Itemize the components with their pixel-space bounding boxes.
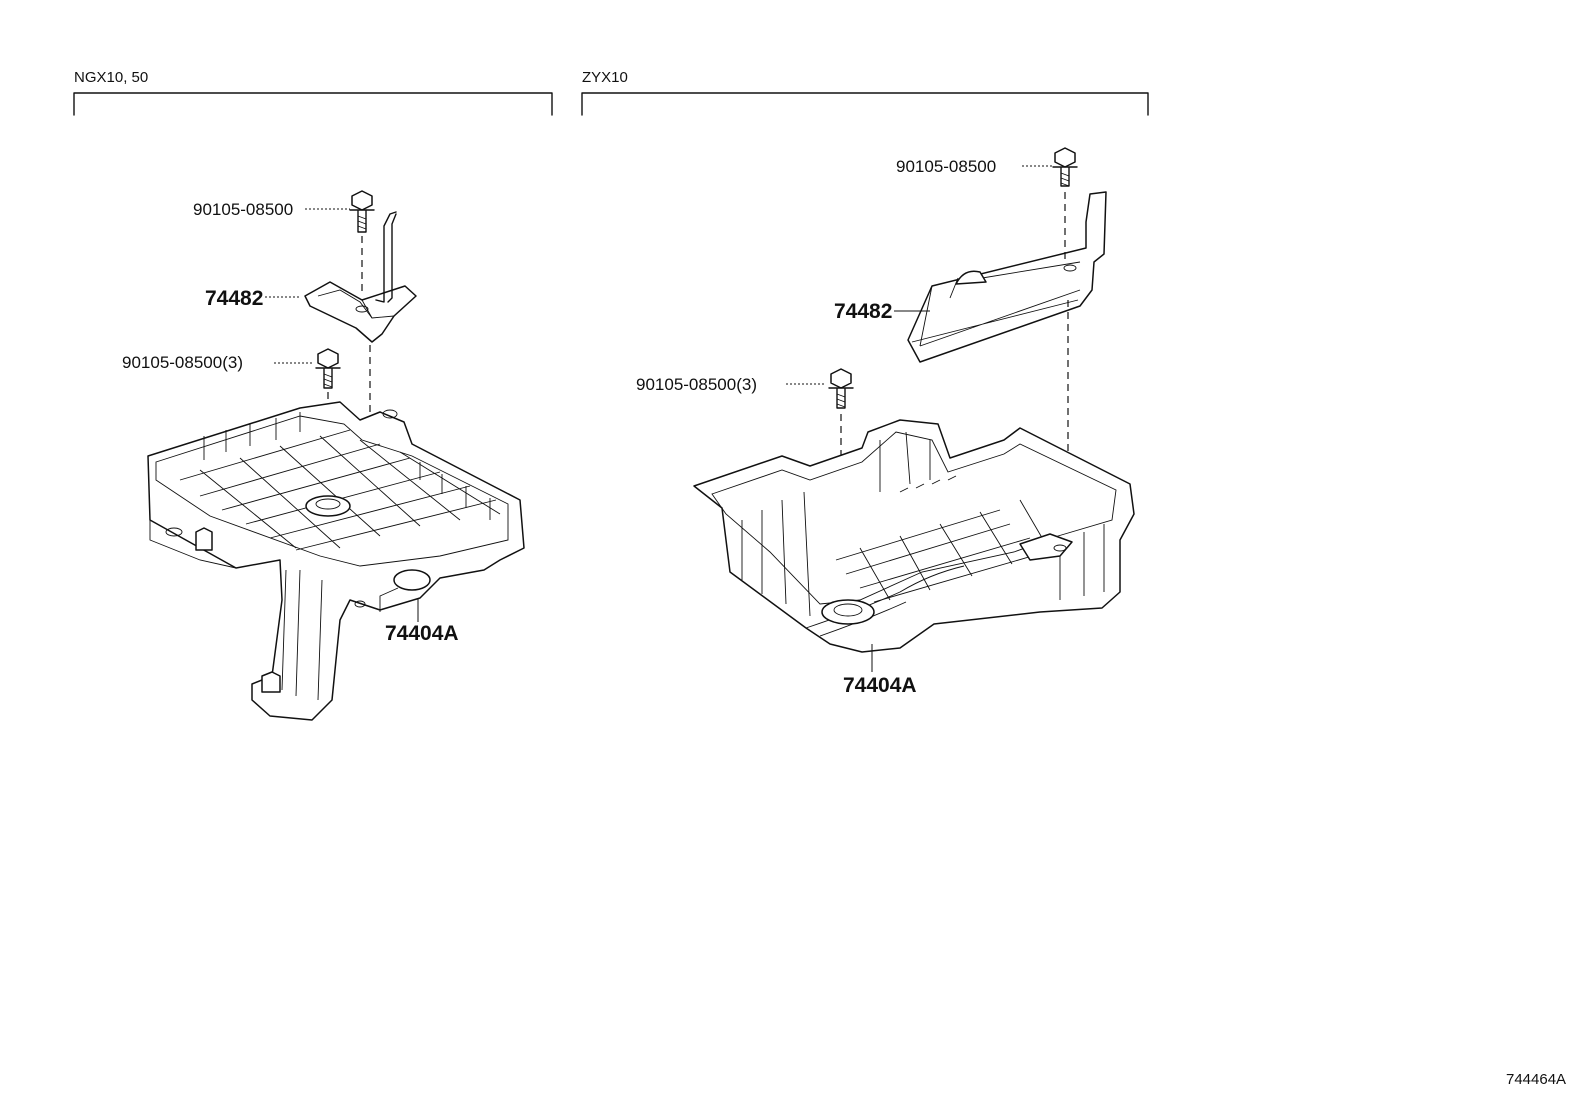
group-bracket-zyx	[581, 92, 1149, 116]
part-label-tray-right[interactable]: 74404A	[843, 674, 917, 697]
bolt-icon	[828, 368, 854, 409]
illustration-ref-number: 744464A	[1506, 1071, 1566, 1088]
bolt-icon	[315, 348, 341, 389]
part-label-bolt-set-right[interactable]: 90105-08500(3)	[636, 375, 757, 394]
group-zyx: ZYX10	[581, 69, 1149, 116]
part-label-bolt-set[interactable]: 90105-08500(3)	[122, 353, 243, 372]
part-label-bolt-top-right[interactable]: 90105-08500	[896, 157, 996, 176]
group-label-zyx: ZYX10	[582, 69, 628, 86]
battery-tray-part	[693, 419, 1135, 653]
bracket-part	[304, 211, 417, 343]
group-label-ngx: NGX10, 50	[74, 69, 148, 86]
part-label-bolt-top[interactable]: 90105-08500	[193, 200, 293, 219]
part-label-bracket[interactable]: 74482	[205, 287, 263, 310]
bolt-icon	[349, 190, 375, 233]
bracket-part	[907, 191, 1107, 363]
part-label-tray[interactable]: 74404A	[385, 622, 459, 645]
group-bracket-ngx	[73, 92, 553, 116]
right-assembly: 90105-08500 74482 90105-08500(3)	[636, 147, 1135, 697]
group-ngx: NGX10, 50	[73, 69, 553, 116]
bolt-icon	[1052, 147, 1078, 187]
part-label-bracket-right[interactable]: 74482	[834, 300, 892, 323]
left-assembly: 90105-08500 74482 90105-08500(3)	[122, 190, 525, 721]
battery-tray-part	[147, 401, 525, 721]
